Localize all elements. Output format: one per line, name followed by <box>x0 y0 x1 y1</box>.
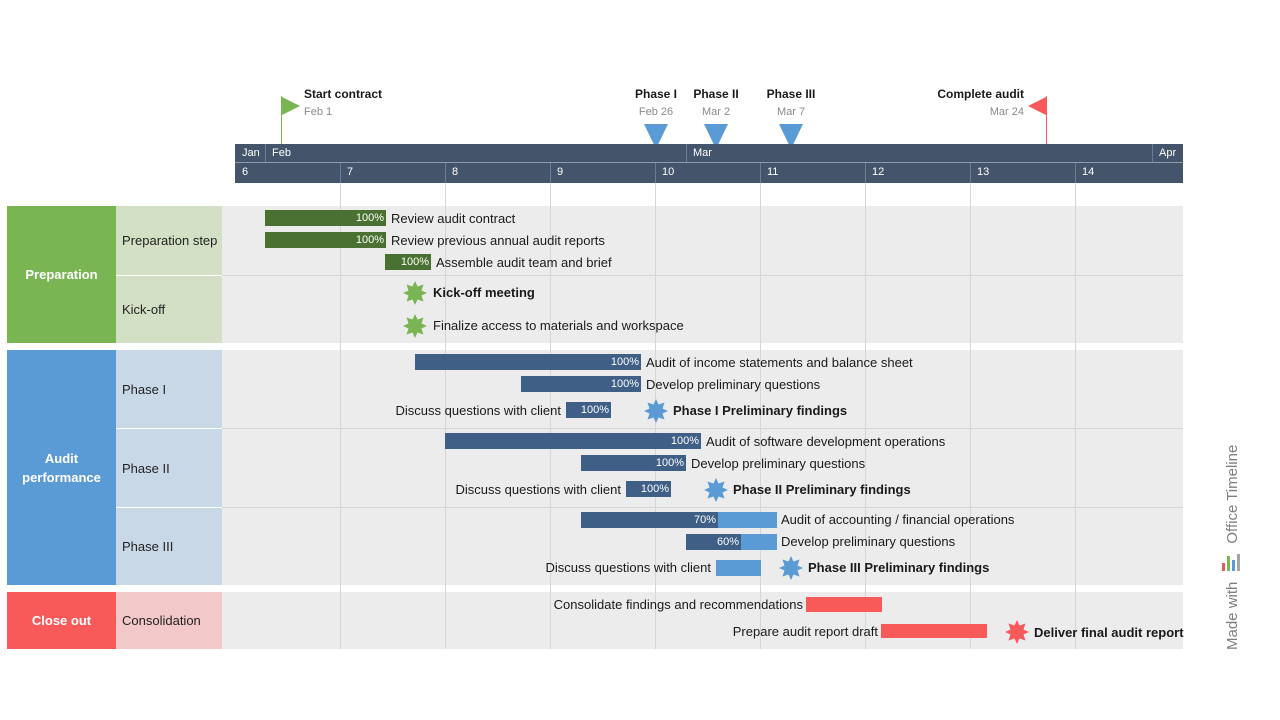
week-label: 13 <box>977 166 990 178</box>
week-label: 14 <box>1082 166 1095 178</box>
milestone-title: Phase III <box>766 87 816 101</box>
milestone-date: Mar 7 <box>776 106 806 118</box>
task-label: Discuss questions with client <box>545 560 711 575</box>
milestone-title: Complete audit <box>937 87 1024 101</box>
task-percent: 100% <box>655 457 684 469</box>
week-label: 10 <box>662 166 675 178</box>
task-percent: 100% <box>610 356 639 368</box>
green-star-icon[interactable] <box>402 313 428 339</box>
task-percent: 100% <box>400 256 429 268</box>
milestone-date: Mar 2 <box>701 106 731 118</box>
blue-triangle-icon <box>779 124 803 149</box>
task-bar[interactable] <box>566 402 611 418</box>
week-label: 11 <box>767 166 779 178</box>
month-axis: Jan Feb Mar Apr <box>235 144 1183 163</box>
task-bar[interactable] <box>581 455 686 471</box>
milestone-label: Deliver final audit report <box>1034 625 1184 640</box>
task-percent: 100% <box>670 435 699 447</box>
milestone-title: Phase II <box>693 87 739 101</box>
watermark-prefix: Made with <box>1223 581 1241 650</box>
preparation-band <box>222 206 1183 343</box>
office-timeline-logo-icon <box>1222 553 1240 571</box>
task-bar[interactable] <box>265 210 386 226</box>
task-label: Audit of income statements and balance s… <box>646 355 913 370</box>
green-star-icon[interactable] <box>402 280 428 306</box>
task-label: Discuss questions with client <box>395 403 561 418</box>
task-bar[interactable] <box>716 560 761 576</box>
task-label: Assemble audit team and brief <box>436 255 612 270</box>
task-bar[interactable] <box>265 232 386 248</box>
task-percent: 100% <box>640 483 669 495</box>
task-label: Audit of accounting / financial operatio… <box>781 512 1015 527</box>
subgroup-phase-2: Phase II <box>116 429 222 507</box>
subgroup-consolidation: Consolidation <box>116 592 222 649</box>
task-label: Discuss questions with client <box>455 482 621 497</box>
task-label: Review audit contract <box>391 211 516 226</box>
task-bar[interactable] <box>385 254 431 270</box>
green-flag-icon <box>281 96 300 146</box>
week-label: 12 <box>872 166 885 178</box>
task-bar-progress <box>581 512 718 528</box>
group-audit-performance: Audit performance <box>7 350 116 585</box>
week-label: 9 <box>557 166 564 178</box>
task-percent: 100% <box>610 378 639 390</box>
task-label: Prepare audit report draft <box>732 624 878 639</box>
task-bar[interactable] <box>626 481 671 497</box>
task-label: Develop preliminary questions <box>691 456 866 471</box>
week-label: 8 <box>452 166 459 178</box>
blue-star-icon[interactable] <box>643 398 669 424</box>
week-label: 7 <box>347 166 354 178</box>
task-bar[interactable] <box>881 624 987 638</box>
milestone-label: Phase II Preliminary findings <box>733 482 911 497</box>
month-label: Jan <box>242 147 260 159</box>
milestone-label: Phase III Preliminary findings <box>808 560 990 575</box>
week-axis: 6 7 8 9 10 11 12 13 14 <box>235 163 1183 183</box>
milestone-date: Feb 26 <box>638 106 674 118</box>
milestone-title: Phase I <box>634 87 678 101</box>
month-label: Apr <box>1159 147 1177 159</box>
task-bar-progress <box>686 534 741 550</box>
subgroup-phase-1: Phase I <box>116 350 222 429</box>
task-label: Review previous annual audit reports <box>391 233 605 248</box>
watermark[interactable]: Made with Office Timeline <box>1220 445 1244 650</box>
task-percent: 100% <box>355 212 384 224</box>
task-bar[interactable] <box>806 597 882 612</box>
subgroup-preparation-step: Preparation step <box>116 206 222 275</box>
milestone-label: Finalize access to materials and workspa… <box>433 318 684 333</box>
task-bar[interactable] <box>415 354 641 370</box>
task-label: Consolidate findings and recommendations <box>553 597 803 612</box>
subgroup-phase-3: Phase III <box>116 507 222 585</box>
month-label: Mar <box>693 147 712 159</box>
task-label: Develop preliminary questions <box>646 377 821 392</box>
milestone-label: Kick-off meeting <box>433 285 535 300</box>
week-label: 6 <box>242 166 249 178</box>
blue-star-icon[interactable] <box>703 477 729 503</box>
blue-star-icon[interactable] <box>778 555 804 581</box>
blue-triangle-icon <box>644 124 668 149</box>
month-label: Feb <box>272 147 291 159</box>
task-percent: 60% <box>716 536 739 548</box>
red-star-icon[interactable] <box>1004 619 1030 645</box>
milestone-date: Mar 24 <box>989 106 1024 118</box>
task-percent: 70% <box>693 514 716 526</box>
milestone-label: Phase I Preliminary findings <box>673 403 848 418</box>
milestone-date: Feb 1 <box>304 106 333 118</box>
group-close-out: Close out <box>7 592 116 649</box>
blue-triangle-icon <box>704 124 728 149</box>
task-percent: 100% <box>580 404 609 416</box>
task-label: Develop preliminary questions <box>781 534 956 549</box>
subgroup-kick-off: Kick-off <box>116 275 222 343</box>
red-flag-icon <box>1028 96 1047 146</box>
milestone-title: Start contract <box>304 87 383 101</box>
task-label: Audit of software development operations <box>706 434 946 449</box>
task-bar[interactable] <box>445 433 701 449</box>
group-preparation: Preparation <box>7 206 116 343</box>
watermark-brand: Office Timeline <box>1223 444 1241 544</box>
task-bar[interactable] <box>521 376 641 392</box>
task-percent: 100% <box>355 234 384 246</box>
